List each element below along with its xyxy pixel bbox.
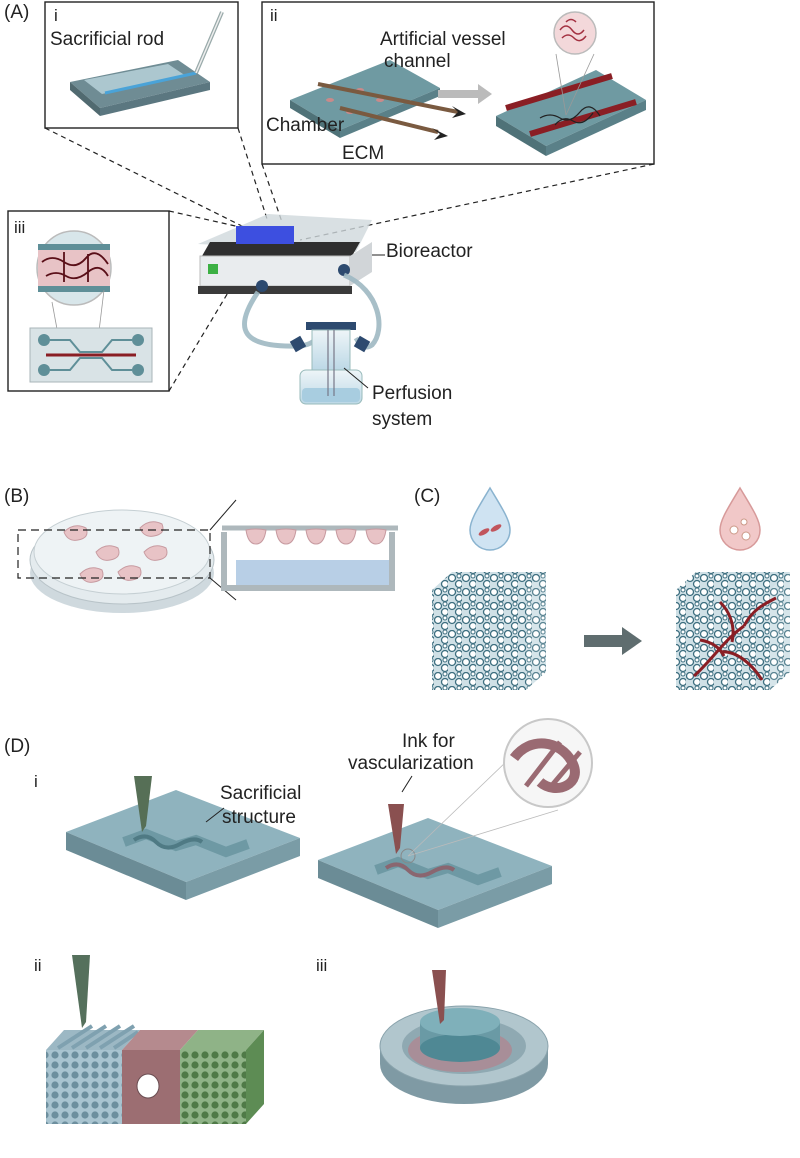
chamber-right [496, 11, 646, 156]
sacrificial-structure-label-line1: Sacrificial [220, 783, 302, 804]
chip-vascularization-ink [318, 718, 593, 928]
panel-d-ii-numeral: ii [34, 956, 42, 975]
petri-highlight-box [17, 529, 211, 579]
ink-label-line2: vascularization [348, 753, 474, 774]
sacrificial-structure-label-line2: structure [222, 807, 296, 828]
porous-scaffold-left [432, 572, 546, 690]
vascularized-scaffold-right [676, 572, 790, 690]
panel-a-letter: (A) [4, 2, 30, 23]
microfluidic-chip [29, 230, 153, 383]
artificial-vessel-label-line2: channel [384, 51, 451, 72]
chip-sacrificial [66, 776, 300, 900]
panel-c-letter: (C) [414, 486, 441, 507]
cell-droplet-pink [719, 486, 761, 551]
sacrificial-rod-slide [70, 11, 224, 116]
box-a-i [44, 1, 239, 129]
perfusion-label-line2: system [372, 409, 433, 430]
panel-d-i-numeral: i [34, 772, 38, 791]
a-ii-arrow [438, 84, 492, 104]
panel-d-letter: (D) [4, 736, 31, 757]
c-arrow [584, 627, 642, 655]
ink-label-line1: Ink for [402, 731, 455, 752]
coaxial-ring-construct [379, 970, 549, 1104]
multi-material-scaffold [46, 955, 264, 1124]
panel-a-i-numeral: i [54, 6, 58, 25]
panel-b-letter: (B) [4, 486, 30, 507]
ecm-label: ECM [342, 143, 385, 164]
artificial-vessel-label-line1: Artificial vessel [380, 29, 506, 50]
bioreactor [198, 214, 372, 294]
panel-d-iii-numeral: iii [316, 956, 328, 975]
chamber-label: Chamber [266, 115, 345, 136]
dish-cross-section [221, 525, 398, 591]
cell-droplet-blue [469, 486, 511, 551]
panel-a-ii-numeral: ii [270, 6, 278, 25]
perfusion-label-line1: Perfusion [372, 383, 453, 404]
beaker [289, 322, 371, 405]
sacrificial-rod-label: Sacrificial rod [50, 29, 165, 50]
chamber-left [290, 60, 466, 140]
bioreactor-label: Bioreactor [386, 241, 473, 262]
petri-dish [29, 509, 215, 613]
panel-a-iii-numeral: iii [14, 218, 26, 237]
